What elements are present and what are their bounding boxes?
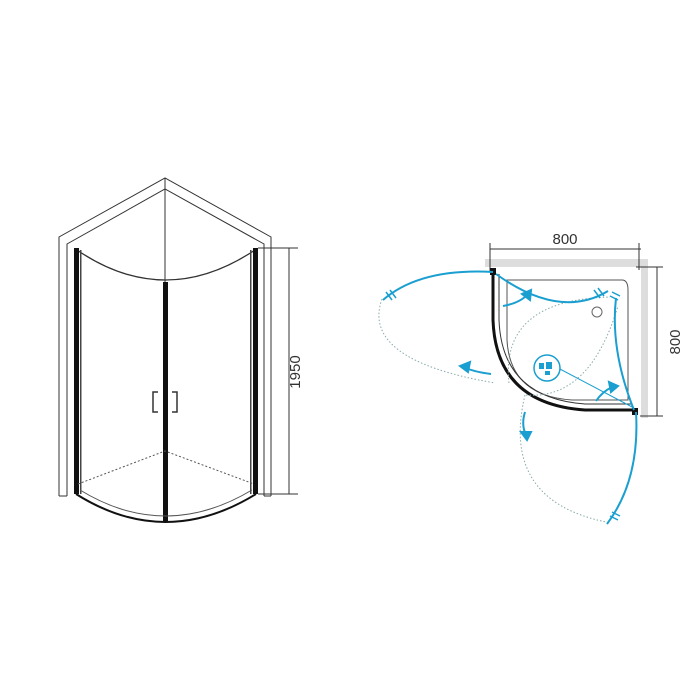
drain-icon [591,306,603,318]
enclosure-frame [491,272,636,412]
plan-view [378,243,663,525]
tray-outline [506,279,629,401]
top-curve [76,249,256,281]
depth-dimension-line [636,266,663,417]
door-panels-open [382,270,638,525]
swing-paths-dotted [378,296,619,523]
door-handle-icons [385,287,621,521]
swing-arrows [457,288,620,442]
width-dimension-line [489,243,641,272]
center-post [163,282,168,522]
width-dimension: 800 [552,231,577,248]
walls [58,177,272,497]
depth-dimension: 800 [667,329,684,354]
bottom-curve [75,493,257,523]
left-post [74,248,79,494]
front-view [58,177,298,523]
floor-dotted [77,450,255,485]
right-post [253,248,258,494]
height-dimension: 1950 [287,355,304,388]
door-handle-left [152,391,158,413]
door-handle-right [172,391,178,413]
height-dimension-line [258,247,298,495]
shower-panel-icon [533,354,561,382]
